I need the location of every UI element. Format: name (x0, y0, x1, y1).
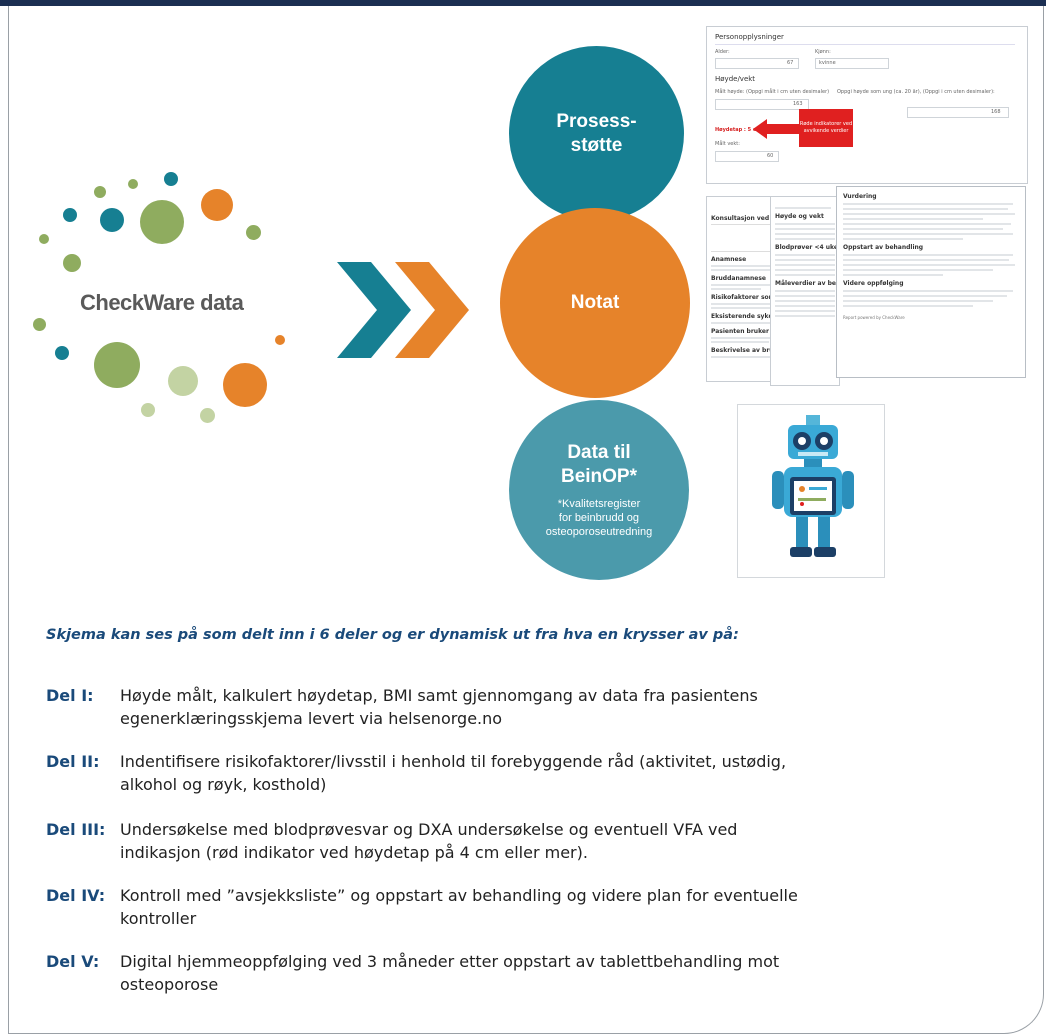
del-text: Digital hjemmeoppfølging ved 3 måneder e… (120, 952, 780, 994)
robot-icon (772, 415, 854, 557)
notat-section: Vurdering (843, 193, 877, 200)
kjonn-label: Kjønn: (815, 49, 831, 55)
logo-dot (33, 318, 46, 331)
logo-dot (55, 346, 69, 360)
circle-title: Data til BeinOP* (560, 442, 638, 487)
alder-field (715, 58, 799, 69)
vekt-value: 60 (767, 153, 774, 159)
del-item: Del I: Høyde målt, kalkulert høydetap, B… (46, 684, 846, 730)
notat-section: Bruddanamnese (711, 275, 766, 282)
logo-dot (140, 200, 184, 244)
del-item: Del III: Undersøkelse med blodprøvesvar … (46, 818, 846, 864)
del-key: Del II: (46, 752, 100, 771)
del-key: Del I: (46, 686, 94, 705)
del-key: Del IV: (46, 886, 106, 905)
vekt-field (715, 151, 779, 162)
chevron-arrows-icon (337, 262, 469, 358)
circle-subtitle: *Kvalitetsregister for beinbrudd og oste… (545, 498, 653, 538)
del-item: Del V: Digital hjemmeoppfølging ved 3 må… (46, 950, 846, 996)
circle-data-til-beinop: Data til BeinOP* *Kvalitetsregister for … (509, 400, 689, 580)
kjonn-value: kvinne (819, 60, 836, 66)
oppgi-field (907, 107, 1009, 118)
kjonn-select (815, 58, 889, 69)
logo-dot (275, 335, 285, 345)
logo-dot (201, 189, 233, 221)
logo-dot (63, 208, 77, 222)
notat-section: Risikofaktorer som påvirker (711, 294, 789, 301)
robot-illustration (737, 404, 885, 578)
orange-chevron-icon (395, 262, 469, 358)
teal-chevron-icon (337, 262, 411, 358)
notat-section: Eksisterende sykdommer (711, 313, 790, 320)
form-divider (715, 44, 1015, 45)
del-text: Indentifisere risikofaktorer/livsstil i … (120, 752, 787, 794)
logo-dot (128, 179, 138, 189)
circle-prosesstotte: Prosess- støtte (509, 46, 684, 221)
logo-dot (223, 363, 267, 407)
circle-title: Notat (570, 292, 620, 313)
notat-footer: Report powered by CheckWare (843, 315, 905, 320)
logo-dot (94, 186, 106, 198)
notat-section: Pasienten bruker følgende faste (711, 328, 789, 335)
notat-section: Måleverdier av beinmineral (775, 280, 839, 287)
logo-dot (39, 234, 49, 244)
del-text: Undersøkelse med blodprøvesvar og DXA un… (120, 820, 738, 862)
logo-dot (94, 342, 140, 388)
hoydetap-indicator: Høydetap : 5 cm (715, 127, 762, 133)
form-screenshot: Personopplysninger Alder: 67 Kjønn: kvin… (706, 26, 1028, 184)
oppgi-label: Oppgi høyde som ung (ca. 20 år), (Oppgi … (837, 89, 995, 95)
red-indicator-callout: Røde indikatorer ved avvikende verdier (799, 109, 853, 147)
logo-dot (164, 172, 178, 186)
notat-section: Beskrivelse av bruk (711, 347, 778, 354)
intro-text: Skjema kan ses på som delt inn i 6 deler… (46, 627, 739, 643)
logo-dot (246, 225, 261, 240)
form-title: Personopplysninger (715, 33, 784, 41)
red-arrow-icon (753, 119, 803, 139)
brand-label: CheckWare data (80, 290, 244, 315)
slide-card (8, 6, 1044, 1034)
callout-text: Røde indikatorer ved avvikende verdier (799, 121, 853, 134)
notat-screenshot-2: Høyde og vekt Blodprøver <4 uker Målever… (770, 196, 840, 386)
maalt-value: 163 (793, 101, 803, 107)
notat-section: Høyde og vekt (775, 213, 824, 220)
alder-value: 67 (787, 60, 794, 66)
oppgi-value: 168 (991, 109, 1001, 115)
del-item: Del IV: Kontroll med ”avsjekksliste” og … (46, 884, 846, 930)
notat-section: Videre oppfølging (843, 280, 904, 287)
notat-screenshot-3: Vurdering Oppstart av behandling Videre … (836, 186, 1026, 378)
logo-dot (200, 408, 215, 423)
section-title: Høyde/vekt (715, 75, 756, 83)
notat-section: Blodprøver <4 uker (775, 244, 840, 251)
logo-dot (141, 403, 155, 417)
circle-notat: Notat (500, 208, 690, 398)
del-item: Del II: Indentifisere risikofaktorer/liv… (46, 750, 846, 796)
maalt-label: Målt høyde: (Oppgi målt i cm uten desima… (715, 89, 830, 95)
del-key: Del III: (46, 820, 106, 839)
del-key: Del V: (46, 952, 100, 971)
circle-title: Prosess- støtte (556, 110, 637, 156)
del-text: Kontroll med ”avsjekksliste” og oppstart… (120, 886, 798, 928)
alder-label: Alder: (715, 49, 730, 55)
maalt-field (715, 99, 809, 110)
del-text: Høyde målt, kalkulert høydetap, BMI samt… (120, 686, 758, 728)
logo-dot (168, 366, 198, 396)
top-bar (0, 0, 1046, 6)
notat-section: Oppstart av behandling (843, 244, 924, 251)
notat-section: Anamnese (711, 256, 747, 263)
logo-dot (63, 254, 81, 272)
notat-title: Konsultasjon ved osteoporose (711, 215, 789, 222)
vekt-label: Målt vekt: (715, 141, 740, 147)
logo-dot (100, 208, 124, 232)
